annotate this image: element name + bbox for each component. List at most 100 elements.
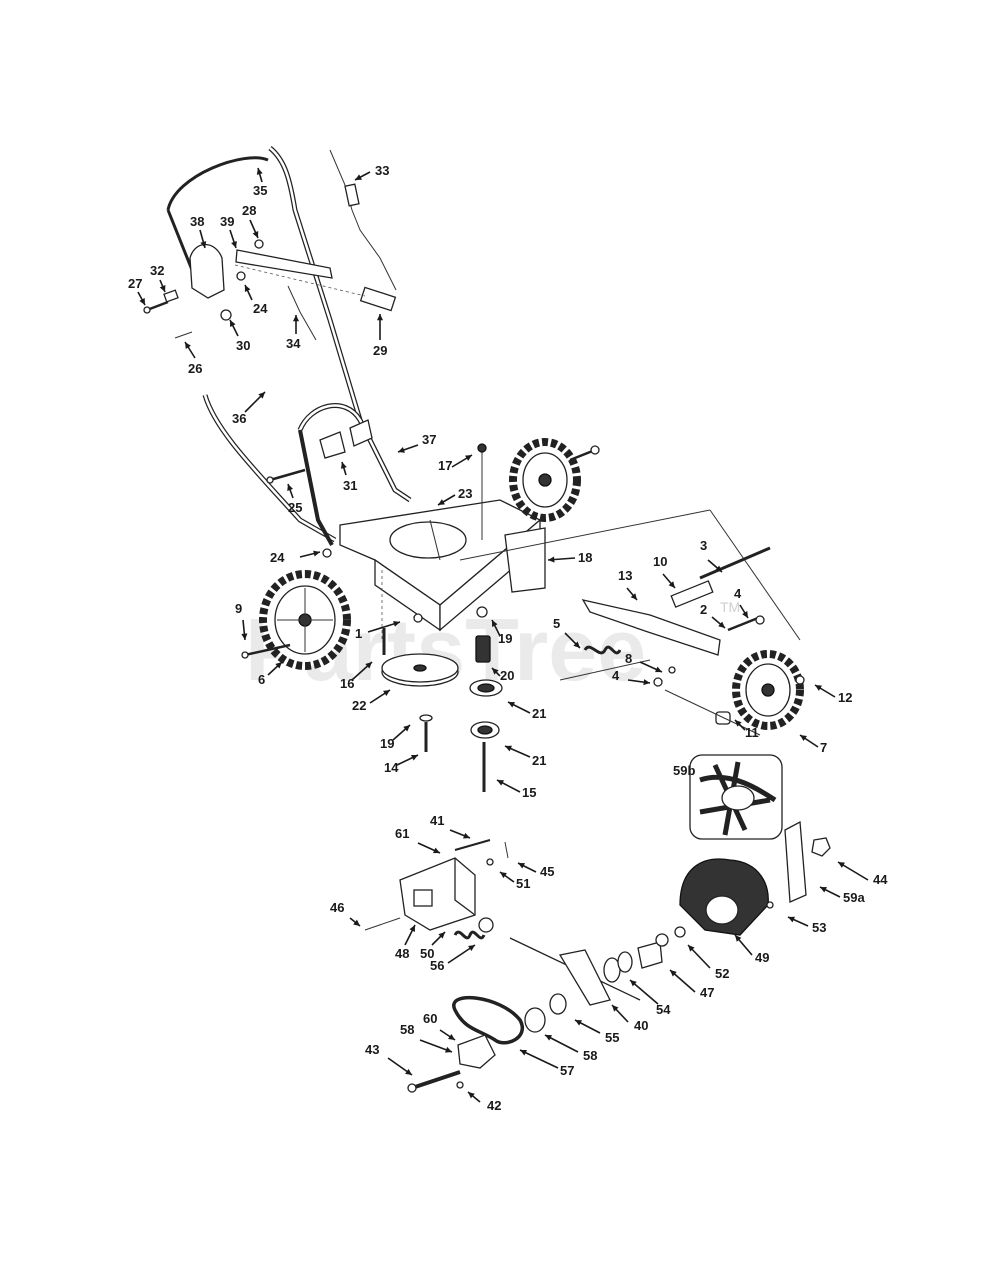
- handle-assembly: [143, 143, 412, 546]
- arrowhead-icon: [508, 702, 515, 708]
- part-number-label: 4: [734, 586, 742, 601]
- part-number-label: 57: [560, 1063, 574, 1078]
- inset-label-59b: 59b: [673, 763, 695, 778]
- part-number-label: 43: [365, 1042, 379, 1057]
- part-number-label: 50: [420, 946, 434, 961]
- arrowhead-icon: [575, 1020, 582, 1026]
- callout-9: 9: [235, 601, 248, 641]
- part-number-label: 5: [553, 616, 560, 631]
- callout-60: 60: [423, 1011, 456, 1041]
- callout-56: 56: [430, 944, 476, 973]
- arrowhead-icon: [393, 620, 400, 627]
- part-number-label: 30: [236, 338, 250, 353]
- wheel-rear-left: [241, 570, 351, 670]
- arrowhead-icon: [231, 241, 237, 248]
- part-number-label: 20: [500, 668, 514, 683]
- callout-47: 47: [669, 969, 714, 1000]
- callout-17: 17: [438, 454, 473, 473]
- part-number-label: 11: [745, 725, 759, 740]
- callout-13: 13: [618, 568, 638, 601]
- part-number-label: 51: [516, 876, 530, 891]
- arrowhead-icon: [275, 662, 282, 669]
- callout-24b: 24: [270, 550, 321, 565]
- part-number-label: 61: [395, 826, 409, 841]
- part-number-label: 55: [605, 1030, 619, 1045]
- arrowhead-icon: [445, 1046, 452, 1053]
- part-number-label: 34: [286, 336, 301, 351]
- part-number-label: 21: [532, 753, 546, 768]
- arrowhead-icon: [497, 780, 504, 786]
- callout-6: 6: [258, 661, 283, 687]
- arrowhead-icon: [185, 342, 191, 349]
- part-number-label: 10: [653, 554, 667, 569]
- part-number-label: 12: [838, 690, 852, 705]
- callout-44: 44: [837, 861, 888, 887]
- arrowhead-icon: [655, 666, 662, 673]
- part-number-label: 37: [422, 432, 436, 447]
- part-number-label: 14: [384, 760, 399, 775]
- callout-54: 54: [629, 979, 671, 1017]
- part-number-label: 56: [430, 958, 444, 973]
- callout-5: 5: [553, 616, 581, 649]
- part-number-label: 19: [380, 736, 394, 751]
- arrowhead-icon: [448, 1033, 455, 1040]
- arrowhead-icon: [688, 945, 695, 952]
- arrowhead-icon: [256, 168, 263, 175]
- part-number-label: 59a: [843, 890, 865, 905]
- arrowhead-icon: [463, 832, 470, 839]
- part-number-label: 41: [430, 813, 444, 828]
- arrowhead-icon: [735, 935, 742, 942]
- bolt-27-icon: [143, 300, 169, 314]
- arrowhead-icon: [500, 872, 507, 879]
- leader-arrow: [519, 1049, 559, 1069]
- arrowhead-icon: [735, 720, 742, 727]
- part-number-label: 16: [340, 676, 354, 691]
- part-number-label: 7: [820, 740, 827, 755]
- arrowhead-icon: [353, 919, 360, 926]
- arrowhead-icon: [340, 462, 347, 469]
- part-number-label: 46: [330, 900, 344, 915]
- arrowhead-icon: [545, 1035, 552, 1041]
- callout-49: 49: [734, 934, 769, 965]
- callout-11: 11: [734, 719, 759, 740]
- callout-42: 42: [467, 1091, 501, 1113]
- pulley-stack: [381, 606, 503, 792]
- arrowhead-icon: [492, 668, 499, 675]
- callout-28: 28: [242, 203, 259, 239]
- callout-39: 39: [220, 214, 237, 249]
- part-number-label: 54: [656, 1002, 671, 1017]
- callout-24a: 24: [244, 284, 268, 316]
- arrowhead-icon: [139, 298, 145, 305]
- part-number-label: 24: [270, 550, 285, 565]
- callout-15: 15: [496, 779, 536, 800]
- part-number-label: 21: [532, 706, 546, 721]
- part-number-label: 40: [634, 1018, 648, 1033]
- arrowhead-icon: [670, 970, 677, 977]
- arrowhead-icon: [718, 621, 725, 628]
- part-number-label: 33: [375, 163, 389, 178]
- arrowhead-icon: [492, 620, 498, 627]
- callout-51: 51: [499, 871, 530, 891]
- arrowhead-icon: [505, 745, 512, 752]
- arrowhead-icon: [433, 847, 440, 854]
- callout-19b: 19: [380, 724, 411, 751]
- callout-20: 20: [491, 667, 514, 683]
- part-number-label: 25: [288, 500, 302, 515]
- callout-29: 29: [373, 314, 387, 358]
- callout-2: 2: [700, 602, 726, 629]
- arrowhead-icon: [668, 581, 675, 588]
- callout-31: 31: [340, 461, 357, 493]
- part-number-label: 26: [188, 361, 202, 376]
- arrowhead-icon: [313, 550, 320, 557]
- callout-57: 57: [519, 1049, 574, 1078]
- callout-12: 12: [814, 684, 852, 705]
- part-number-label: 6: [258, 672, 265, 687]
- part-number-label: 8: [625, 651, 632, 666]
- part-number-label: 31: [343, 478, 357, 493]
- callout-25: 25: [287, 483, 302, 515]
- arrowhead-icon: [411, 754, 418, 761]
- part-number-label: 2: [700, 602, 707, 617]
- callout-35: 35: [253, 167, 267, 198]
- callout-45: 45: [517, 862, 554, 879]
- part-number-label: 38: [190, 214, 204, 229]
